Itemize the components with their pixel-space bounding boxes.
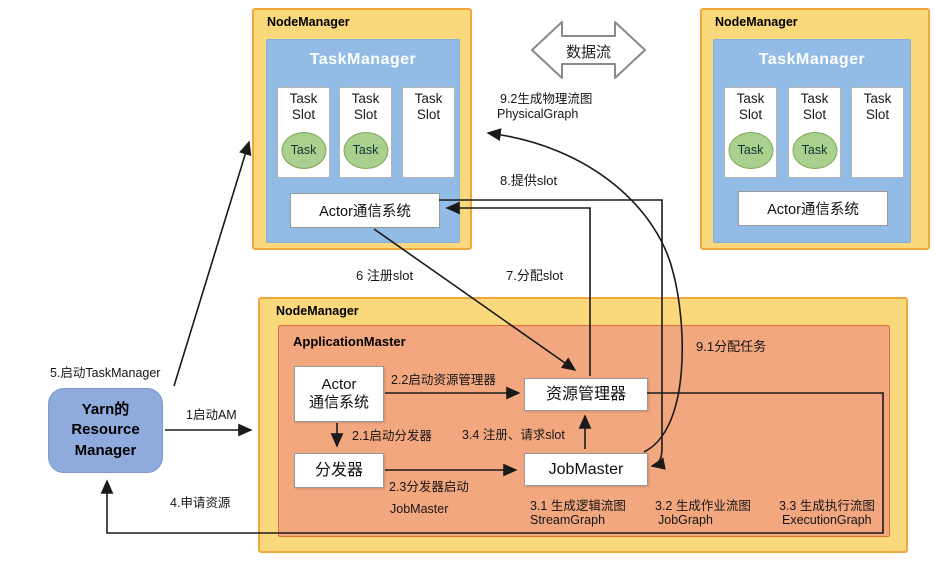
- task-circle: Task: [792, 132, 837, 169]
- label-3-1-stream-graph-en: StreamGraph: [530, 513, 606, 527]
- dispatcher-box: 分发器: [294, 453, 384, 488]
- label-3-1-stream-graph-cn: 3.1 生成逻辑流图: [530, 499, 626, 513]
- arrow-5-start-taskmanager: [173, 140, 252, 387]
- label-9-2-physical-graph-cn: 9.2生成物理流图: [500, 92, 593, 106]
- task-circle: Task: [728, 132, 773, 169]
- label-9-1-assign-tasks: 9.1分配任务: [696, 339, 767, 354]
- label-1-start-am: 1启动AM: [186, 408, 237, 422]
- label-2-3-dispatcher-starts: 2.3分发器启动: [389, 480, 469, 494]
- resource-manager-box: 资源管理器: [524, 378, 648, 411]
- task-slot-label: Slot: [291, 107, 316, 123]
- taskmanager-left-box: TaskManager Task Slot Task Task Slot Tas…: [266, 39, 460, 243]
- label-2-2-start-resource-manager: 2.2启动资源管理器: [391, 373, 496, 387]
- yarn-line1: Yarn的: [81, 401, 130, 419]
- taskmanager-right-box: TaskManager Task Slot Task Task Slot Tas…: [713, 39, 911, 243]
- actor-comm-box-left: Actor通信系统: [290, 193, 440, 228]
- task-slot: Task Slot: [402, 87, 455, 178]
- label-3-3-execution-graph-en: ExecutionGraph: [782, 513, 872, 527]
- task-slot-label: Task: [351, 91, 380, 106]
- task-circle: Task: [281, 132, 326, 169]
- label-3-2-job-graph-en: JobGraph: [658, 513, 713, 527]
- taskmanager-right-title: TaskManager: [758, 51, 866, 68]
- label-3-3-execution-graph-cn: 3.3 生成执行流图: [779, 499, 875, 513]
- task-slot-label: Slot: [802, 107, 827, 123]
- task-slot-label: Task: [414, 91, 443, 106]
- label-2-3-jobmaster: JobMaster: [390, 502, 449, 516]
- actor-comm-am-line1: Actor: [321, 376, 357, 393]
- task-slot: Task Slot: [851, 87, 904, 178]
- dataflow-label: 数据流: [565, 44, 611, 61]
- task-slot: Task Slot Task: [724, 87, 777, 178]
- nodemanager-left-title: NodeManager: [267, 15, 350, 29]
- task-slot-label: Slot: [865, 107, 890, 123]
- label-2-1-start-dispatcher: 2.1启动分发器: [352, 429, 432, 443]
- application-master-title: ApplicationMaster: [293, 334, 406, 349]
- nodemanager-left-box: NodeManager TaskManager Task Slot Task T…: [252, 8, 472, 250]
- nodemanager-right-box: NodeManager TaskManager Task Slot Task T…: [700, 8, 930, 250]
- label-5-start-taskmanager: 5.启动TaskManager: [50, 366, 161, 380]
- task-slot-label: Task: [289, 91, 318, 106]
- yarn-resource-manager-box: Yarn的 Resource Manager: [48, 388, 163, 473]
- taskmanager-left-title: TaskManager: [309, 51, 417, 68]
- task-slot: Task Slot Task: [339, 87, 392, 178]
- actor-comm-am-line2: 通信系统: [308, 394, 369, 411]
- yarn-line2: Resource: [71, 421, 140, 439]
- label-3-2-job-graph-cn: 3.2 生成作业流图: [655, 499, 751, 513]
- nodemanager-bottom-title: NodeManager: [276, 304, 359, 318]
- task-slot-label: Slot: [416, 107, 441, 123]
- task-circle: Task: [343, 132, 388, 169]
- label-3-4-register-request-slot: 3.4 注册、请求slot: [462, 428, 565, 442]
- task-slot-label: Task: [736, 91, 765, 106]
- task-slot-label: Slot: [738, 107, 763, 123]
- yarn-line3: Manager: [74, 441, 137, 459]
- nodemanager-right-title: NodeManager: [715, 15, 798, 29]
- label-6-register-slot: 6 注册slot: [356, 268, 414, 283]
- label-8-provide-slot: 8.提供slot: [500, 173, 558, 188]
- task-slot-label: Task: [800, 91, 829, 106]
- actor-comm-box-am: Actor 通信系统: [294, 366, 384, 422]
- jobmaster-box: JobMaster: [524, 453, 648, 486]
- task-slot: Task Slot Task: [788, 87, 841, 178]
- task-slot-label: Slot: [353, 107, 378, 123]
- actor-comm-box-right: Actor通信系统: [738, 191, 888, 226]
- task-slot: Task Slot Task: [277, 87, 330, 178]
- label-4-request-resources: 4.申请资源: [170, 496, 231, 510]
- label-9-2-physical-graph-en: PhysicalGraph: [497, 107, 579, 121]
- task-slot-label: Task: [863, 91, 892, 106]
- label-7-allocate-slot: 7.分配slot: [506, 268, 564, 283]
